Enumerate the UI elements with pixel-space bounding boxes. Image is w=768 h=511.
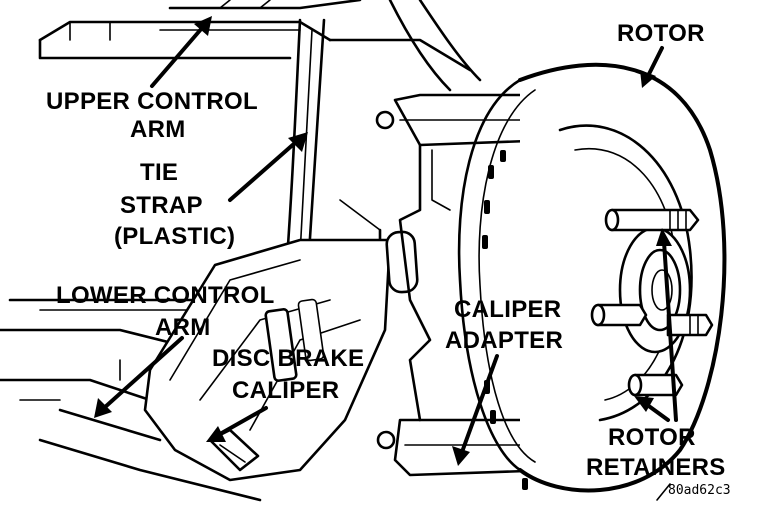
caliper-adapter-drawing — [375, 93, 557, 477]
label-rotor: ROTOR — [617, 20, 705, 47]
arrow-upper-control-arm — [150, 16, 212, 88]
leader-arrows — [94, 16, 678, 466]
label-lower-control-arm-line1: LOWER CONTROL — [56, 282, 275, 309]
label-upper-control-arm-line2: ARM — [130, 116, 186, 143]
label-tie-strap-line2: STRAP — [120, 192, 203, 219]
disc-brake-caliper-drawing — [143, 230, 419, 482]
arrow-disc-brake-caliper — [206, 406, 268, 442]
label-tie-strap-line1: TIE — [140, 159, 178, 186]
stud-top — [604, 208, 700, 232]
label-caliper-adapter-line2: ADAPTER — [445, 327, 563, 354]
label-rotor-retainers-line1: ROTOR — [608, 424, 696, 451]
stud-bottom — [627, 373, 684, 397]
arrow-rotor — [640, 46, 664, 88]
arrow-caliper-adapter — [452, 354, 499, 466]
label-caliper-adapter-line1: CALIPER — [454, 296, 561, 323]
label-rotor-retainers-line2: RETAINERS — [586, 454, 726, 481]
stud-middle — [590, 303, 648, 327]
arrow-tie-strap — [228, 132, 308, 202]
stud-right — [666, 313, 714, 337]
upper-control-arm-drawing — [38, 0, 472, 72]
wheel-studs-drawing — [590, 208, 714, 397]
figure-code-tick — [656, 483, 671, 501]
figure-code: 80ad62c3 — [668, 483, 731, 498]
label-disc-brake-caliper-line1: DISC BRAKE — [212, 345, 364, 372]
label-tie-strap-line3: (PLASTIC) — [114, 223, 235, 250]
arrow-rotor-retainers-upper — [656, 228, 678, 422]
arrow-rotor-retainers-lower — [634, 396, 670, 422]
label-upper-control-arm-line1: UPPER CONTROL — [46, 88, 258, 115]
label-disc-brake-caliper-line2: CALIPER — [232, 377, 339, 404]
arrow-lower-control-arm — [94, 336, 184, 418]
